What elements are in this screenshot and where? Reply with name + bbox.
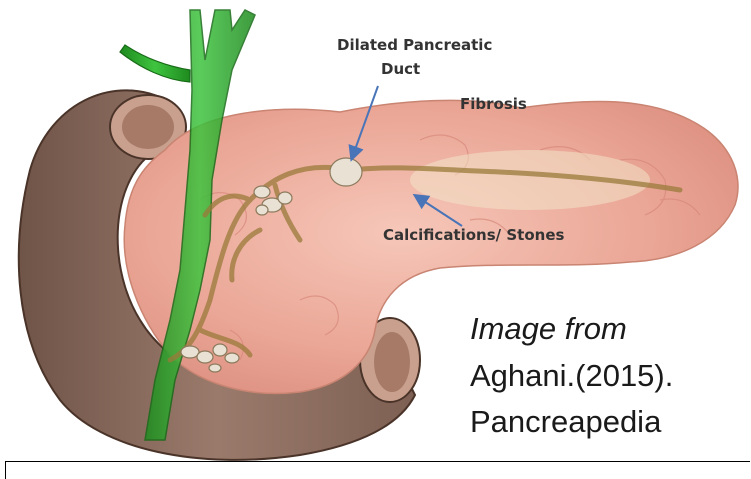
label-fibrosis: Fibrosis	[460, 95, 527, 113]
credit-line-1: Image from	[470, 311, 627, 347]
label-duct: Duct	[381, 60, 420, 78]
bile-duct-branch	[120, 45, 190, 82]
label-dilated-pancreatic: Dilated Pancreatic	[337, 36, 492, 54]
label-calcifications: Calcifications/ Stones	[383, 226, 564, 244]
credit-line-2: Aghani.(2015).	[470, 358, 673, 394]
frame-border	[5, 461, 750, 479]
credit-line-3: Pancreapedia	[470, 404, 661, 440]
